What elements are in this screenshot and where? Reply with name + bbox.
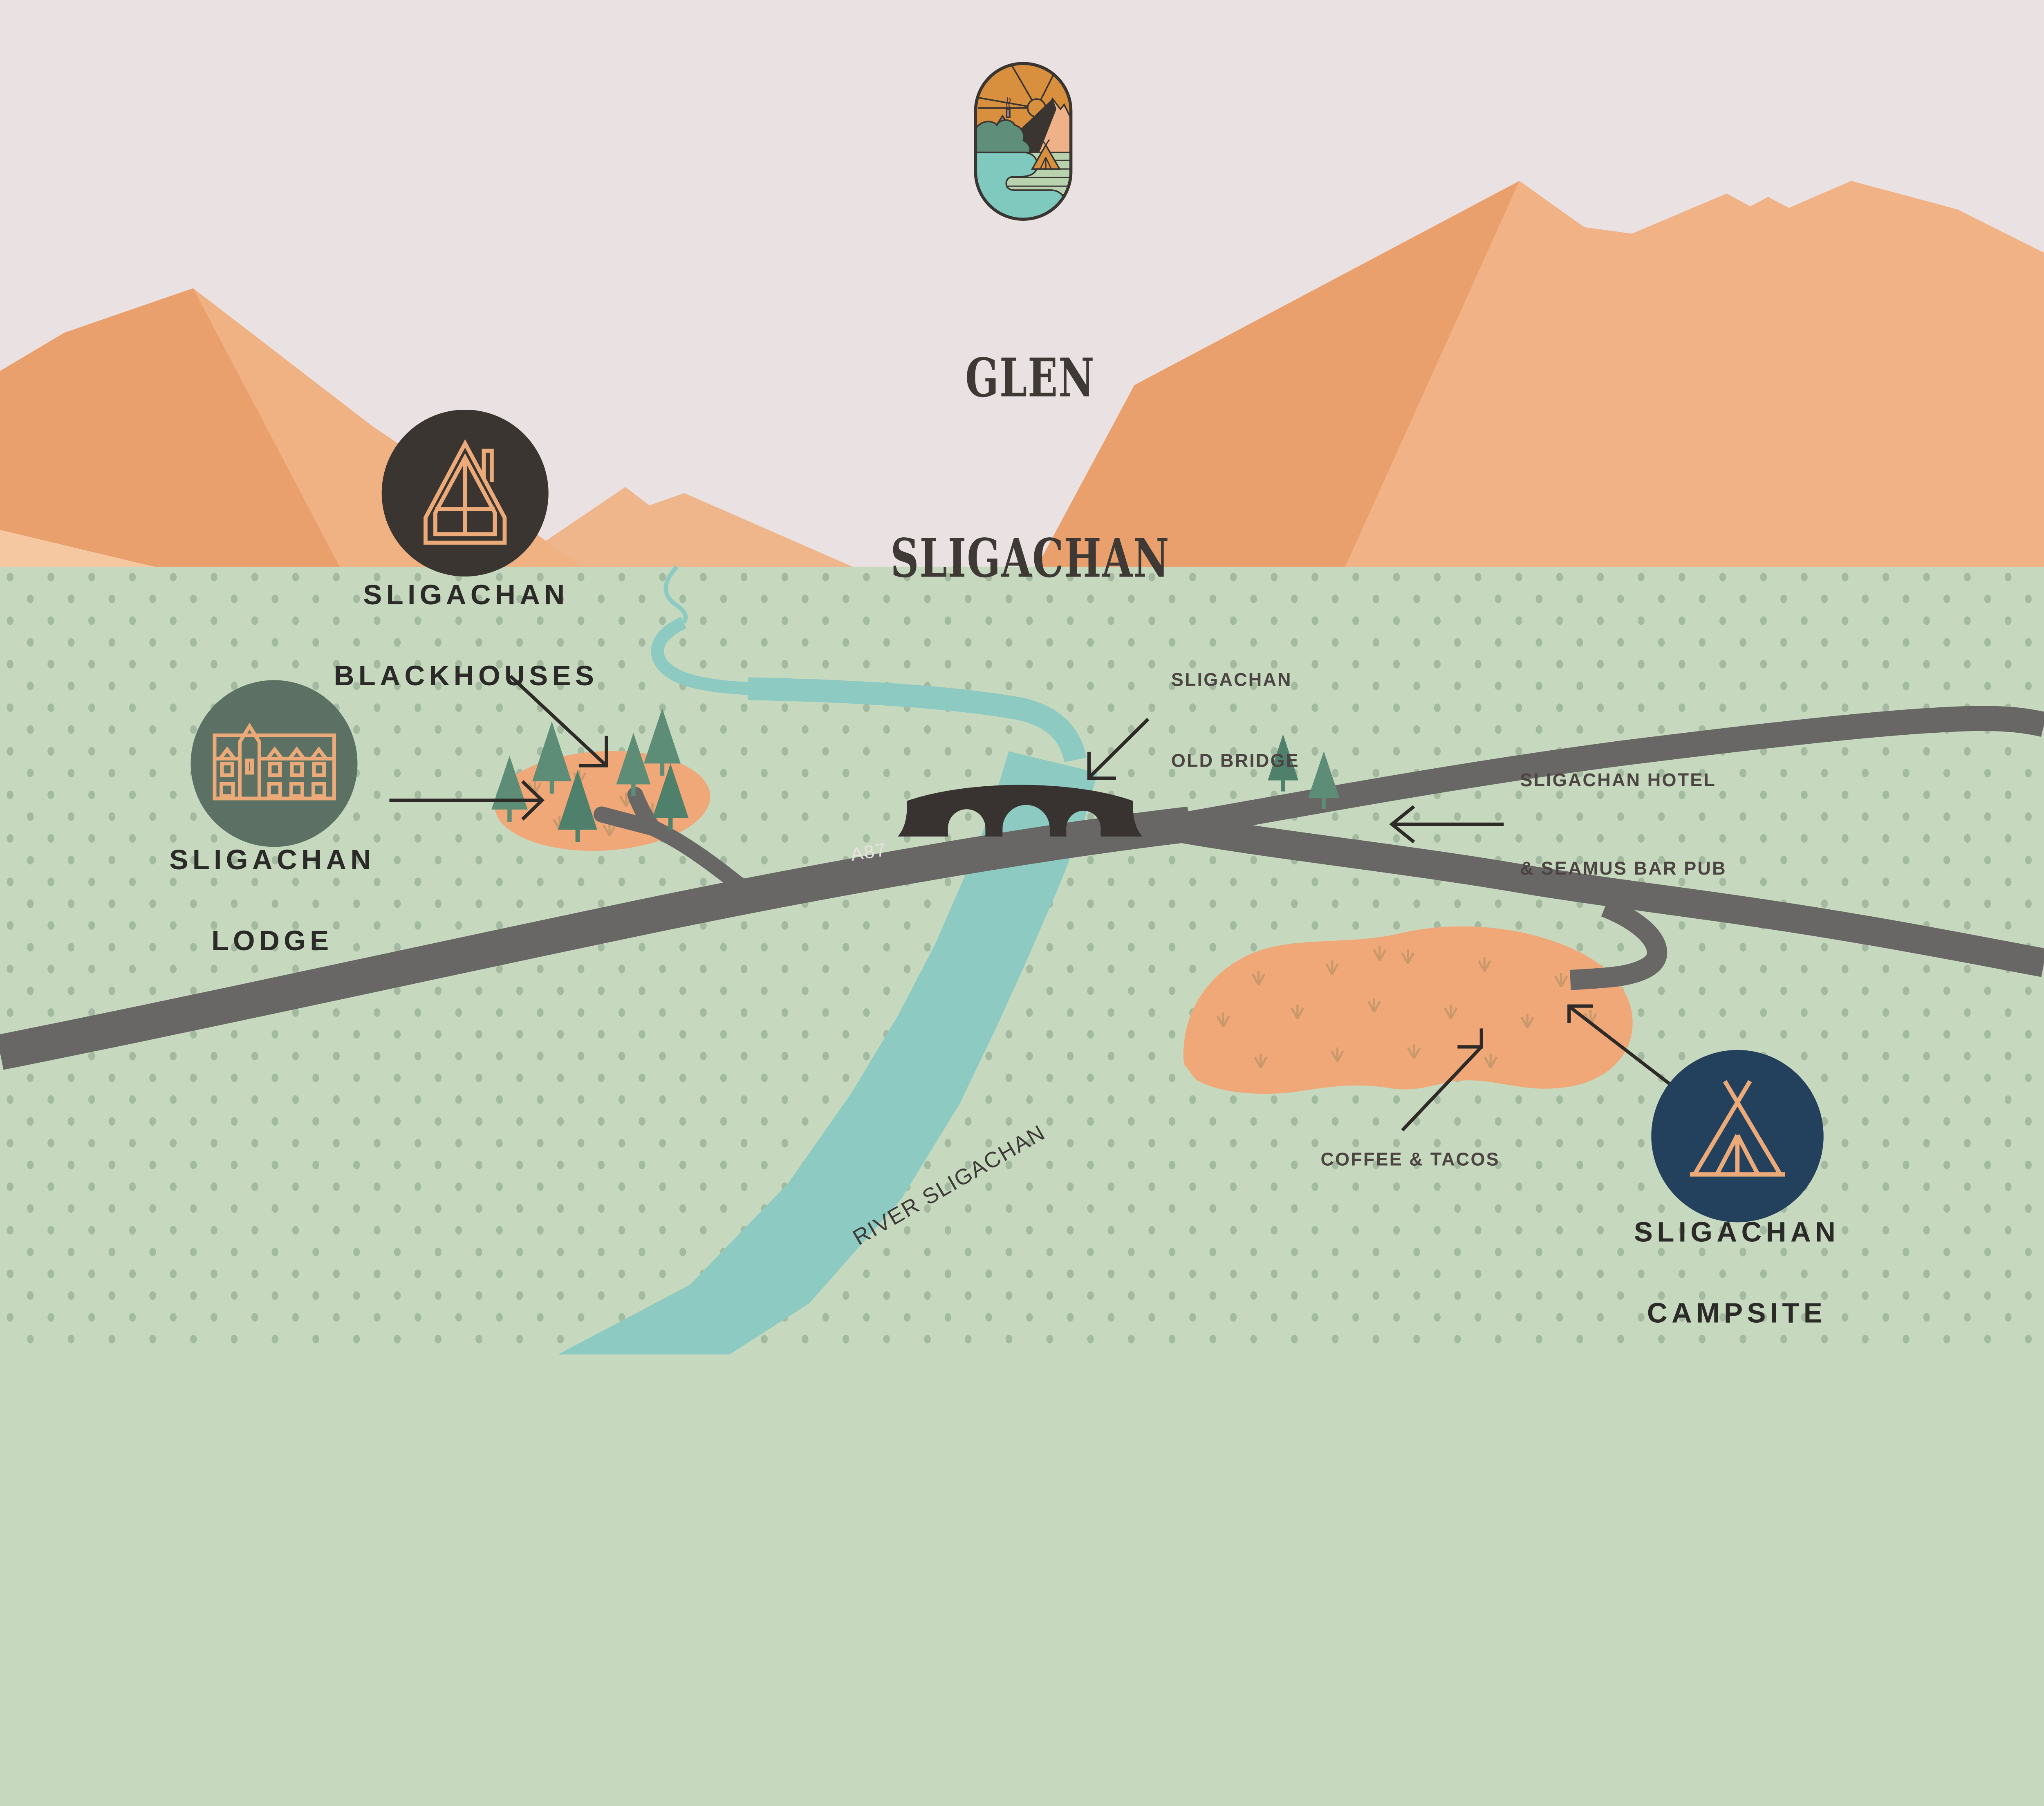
road-lower-east — [1179, 814, 2044, 977]
arrow-to-blackhouses — [509, 675, 608, 767]
arrow-to-blackhouses-from-lodge — [389, 780, 545, 821]
arrow-campsite-to-clearing — [1567, 1004, 1671, 1085]
lodge-label-line1: SLIGACHAN — [169, 844, 375, 876]
map-title-line2: SLIGACHAN — [890, 527, 1170, 590]
campsite-label-line2: CAMPSITE — [1647, 1297, 1827, 1329]
pine-tree — [558, 770, 597, 842]
pine-trees — [491, 708, 1340, 842]
campsite-label: SLIGACHAN CAMPSITE — [1634, 1164, 1840, 1354]
hotel-label: SLIGACHAN HOTEL & SEAMUS BAR PUB — [1520, 707, 1726, 942]
roads — [0, 706, 2044, 1070]
hotel-label-line1: SLIGACHAN HOTEL — [1520, 770, 1717, 790]
arrow-to-hotel — [1389, 805, 1504, 844]
old-bridge-silhouette — [897, 785, 1143, 837]
campsite-marker — [1651, 1050, 1824, 1223]
arrow-to-bridge — [1087, 718, 1150, 780]
map-title-line1: GLEN — [965, 346, 1095, 409]
campsite-clearing — [1183, 926, 1633, 1094]
tent-icon — [1690, 1080, 1785, 1177]
arrow-coffee-to-clearing — [1401, 1028, 1483, 1132]
lodge-marker — [191, 680, 358, 847]
lodge-label-line2: LODGE — [211, 925, 333, 957]
hotel-label-line2: & SEAMUS BAR PUB — [1520, 858, 1727, 879]
pine-tree — [1308, 751, 1340, 809]
road-a87-east — [1181, 706, 2044, 837]
map-title: GLEN SLIGACHAN — [890, 227, 1170, 708]
pine-tree — [652, 763, 689, 830]
road-a87-west — [0, 806, 1192, 1070]
annotation-arrows — [389, 675, 1671, 1132]
left-range-dark-face — [0, 288, 341, 568]
road-blackhouses-spur — [593, 787, 759, 902]
blackhouses-label-line1: SLIGACHAN — [363, 579, 569, 611]
pine-tree — [532, 721, 572, 794]
pine-tree — [643, 708, 681, 776]
coffee-tacos-label-text: COFFEE & TACOS — [1320, 1149, 1500, 1170]
pine-tree — [1268, 734, 1299, 792]
crest-tent — [1031, 139, 1061, 170]
a-frame-house-icon — [424, 439, 507, 545]
coffee-tacos-label: COFFEE & TACOS — [1295, 1116, 1500, 1203]
pine-tree — [616, 733, 651, 796]
map-artwork — [0, 0, 2044, 1355]
a87-road-label-text: A87 — [849, 839, 888, 865]
lodge-building-icon — [213, 722, 336, 801]
lodge-label: SLIGACHAN LODGE — [169, 792, 375, 1008]
blackhouses-label-line2: BLACKHOUSES — [334, 660, 598, 692]
old-bridge-label-line2: OLD BRIDGE — [1171, 750, 1300, 771]
river-headwater-creek — [663, 565, 688, 624]
a87-road-label: A87 — [823, 818, 891, 889]
river-lower-course — [558, 751, 1098, 1355]
blackhouses-label: SLIGACHAN BLACKHOUSES — [334, 527, 598, 743]
road-campsite-spur — [1569, 897, 1667, 990]
old-bridge-label-line1: SLIGACHAN — [1171, 669, 1292, 690]
river-sligachan — [558, 565, 1098, 1355]
campsite-label-line1: SLIGACHAN — [1634, 1216, 1840, 1248]
blackhouses-marker — [381, 409, 549, 577]
glen-sligachan-map: GLEN SLIGACHAN SLIGACHAN BLACKHOUSES SLI… — [0, 0, 2044, 1355]
glen-sligachan-crest-logo — [974, 62, 1073, 221]
mountain-sun-camp-scene-icon — [975, 63, 1071, 220]
pine-tree — [491, 756, 528, 822]
old-bridge-label: SLIGACHAN OLD BRIDGE — [1171, 612, 1300, 828]
river-mid-band — [748, 677, 1087, 763]
river-upper-meander — [651, 617, 752, 695]
left-range-secondary-ridge — [506, 487, 856, 568]
right-range-dark-face — [1036, 181, 1520, 568]
